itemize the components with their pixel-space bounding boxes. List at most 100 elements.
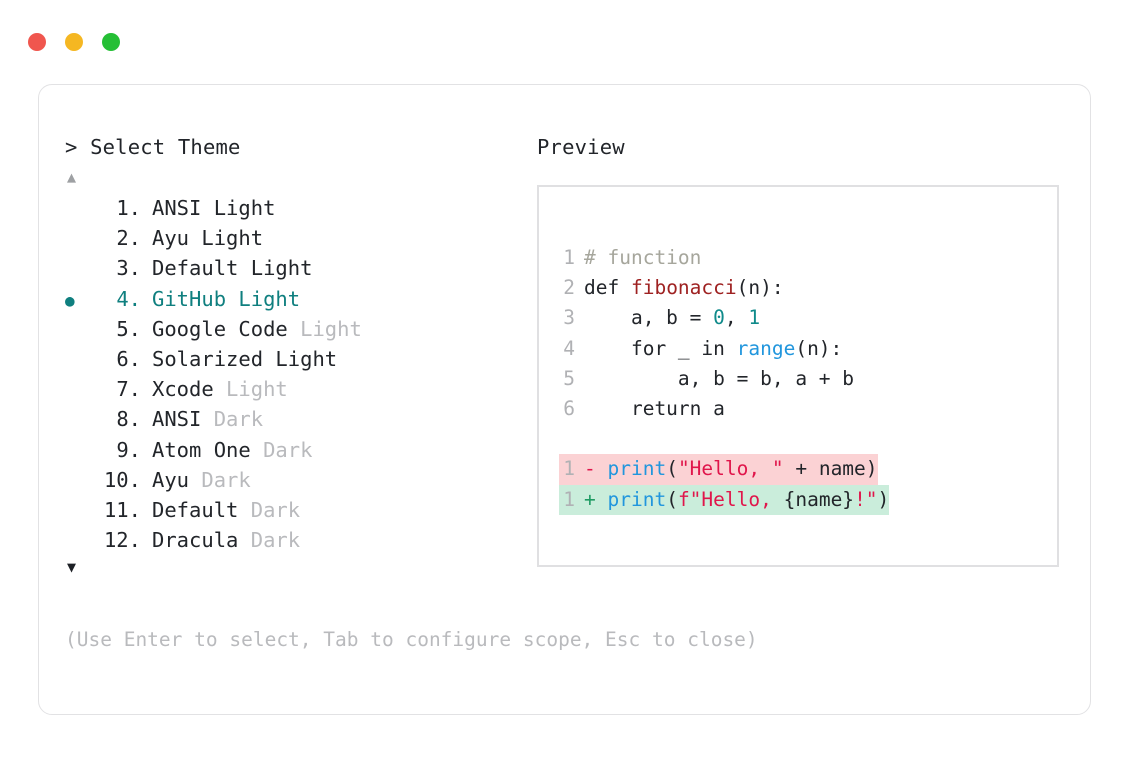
code-line: 6 return a <box>559 394 889 424</box>
theme-item-number: 2. <box>116 226 141 251</box>
code-text: return a <box>584 394 725 424</box>
code-token: print <box>607 487 667 511</box>
theme-item-number: 3. <box>116 256 141 281</box>
theme-list-item[interactable]: 6.Solarized Light <box>65 344 535 374</box>
theme-item-number: 11. <box>103 497 141 522</box>
theme-list-item[interactable]: 7. Xcode Light <box>65 374 535 404</box>
diff-removed-line: 1 - print("Hello, " + name) <box>559 454 889 485</box>
theme-item-variant: Light <box>263 346 338 371</box>
theme-item-variant: Dark <box>238 497 301 522</box>
minimize-dot[interactable] <box>65 33 83 51</box>
theme-item-name: Google Code <box>152 316 288 341</box>
theme-item-number: 9. <box>116 437 141 462</box>
theme-list-item[interactable]: ●4.GitHub Light <box>65 284 535 314</box>
theme-item-name: Default <box>152 497 239 522</box>
code-token: (n): <box>795 336 843 360</box>
theme-list-item[interactable]: 5.Google Code Light <box>65 314 535 344</box>
selected-bullet-icon: ● <box>65 290 75 310</box>
theme-item-variant: Light <box>189 226 264 251</box>
keyboard-hint: (Use Enter to select, Tab to configure s… <box>65 628 758 651</box>
scroll-up-arrow-icon[interactable]: ▲ <box>67 168 77 186</box>
theme-item-variant: Light <box>238 256 313 281</box>
theme-list-item[interactable]: 1.ANSI Light <box>65 193 535 223</box>
line-number: 1 <box>563 487 575 511</box>
code-line: 3 a, b = 0, 1 <box>559 303 889 333</box>
code-token: 0 <box>713 306 725 330</box>
theme-item-variant: Light <box>213 377 288 402</box>
theme-list-item[interactable]: 10. Ayu Dark <box>65 465 535 495</box>
theme-item-name: Solarized <box>152 346 264 371</box>
code-token: def <box>584 276 631 300</box>
diff-added-line: 1 + print(f"Hello, {name}!") <box>559 484 890 515</box>
diff-highlight: 1 - print("Hello, " + name) <box>559 454 878 485</box>
theme-list-item[interactable]: 11. Default Dark <box>65 495 535 525</box>
line-number: 6 <box>563 396 575 420</box>
code-token: (n): <box>736 276 784 300</box>
code-text: for _ in range(n): <box>584 334 842 364</box>
theme-item-name: Dracula <box>152 528 239 553</box>
theme-item-number: 10. <box>103 467 141 492</box>
theme-item-name: Xcode <box>152 377 214 402</box>
close-dot[interactable] <box>28 33 46 51</box>
theme-item-variant: Light <box>201 196 276 220</box>
code-text: - print("Hello, " + name) <box>584 454 878 484</box>
theme-list-item[interactable]: 12.Dracula Dark <box>65 525 535 555</box>
window-controls <box>28 33 120 51</box>
maximize-dot[interactable] <box>102 33 120 51</box>
code-token: range <box>736 336 796 360</box>
line-number: 1 <box>563 246 575 269</box>
code-blank-line <box>559 424 889 454</box>
code-token: ( <box>666 487 678 511</box>
theme-list-item[interactable]: 2.Ayu Light <box>65 223 535 253</box>
line-number: 5 <box>563 366 575 390</box>
panel-title-select-theme: > Select Theme <box>65 135 241 159</box>
theme-list-item[interactable]: 3. Default Light <box>65 253 535 283</box>
panel-title-preview: Preview <box>537 135 625 159</box>
code-text: # function <box>584 243 701 273</box>
theme-item-number: 8. <box>116 407 141 432</box>
code-token: , <box>724 306 749 330</box>
code-token: fibonacci <box>630 276 737 300</box>
code-token: !" <box>854 487 878 511</box>
theme-item-name: Ayu <box>152 467 190 492</box>
code-text: a, b = 0, 1 <box>584 303 760 333</box>
code-token: return a <box>584 396 725 420</box>
theme-list-item[interactable]: 8.ANSI Dark <box>65 404 535 434</box>
theme-item-name: ANSI <box>152 407 202 432</box>
theme-item-variant: Light <box>226 286 301 311</box>
diff-highlight: 1 + print(f"Hello, {name}!") <box>559 484 890 515</box>
theme-item-name: Default <box>152 256 239 281</box>
code-text: def fibonacci(n): <box>584 273 784 303</box>
theme-list-item[interactable]: 9. Atom One Dark <box>65 435 535 465</box>
theme-item-number: 12. <box>103 528 141 553</box>
code-text: + print(f"Hello, {name}!") <box>584 485 889 515</box>
code-token: a, b = <box>584 306 714 330</box>
code-token: ( <box>666 457 678 481</box>
theme-item-number: 4. <box>116 286 141 311</box>
code-token: {name} <box>783 487 855 511</box>
code-token: + name) <box>783 457 878 481</box>
code-line: 1 # function <box>559 243 889 273</box>
code-token: "Hello, " <box>677 457 784 481</box>
code-text: a, b = b, a + b <box>584 364 854 394</box>
code-token: ) <box>877 487 890 511</box>
theme-item-variant: Dark <box>189 467 251 492</box>
theme-item-name: Atom One <box>152 437 251 462</box>
code-token: f"Hello, <box>677 487 784 511</box>
code-token: - <box>584 457 608 481</box>
line-number: 3 <box>563 306 575 330</box>
theme-item-variant: Light <box>287 316 362 341</box>
theme-item-number: 7. <box>116 377 141 402</box>
scroll-down-arrow-icon[interactable]: ▼ <box>67 558 77 577</box>
code-token: for _ in <box>584 336 737 360</box>
theme-item-variant: Dark <box>250 437 313 462</box>
code-token: a, b = b, a + b <box>584 366 855 390</box>
line-number: 1 <box>563 457 575 481</box>
